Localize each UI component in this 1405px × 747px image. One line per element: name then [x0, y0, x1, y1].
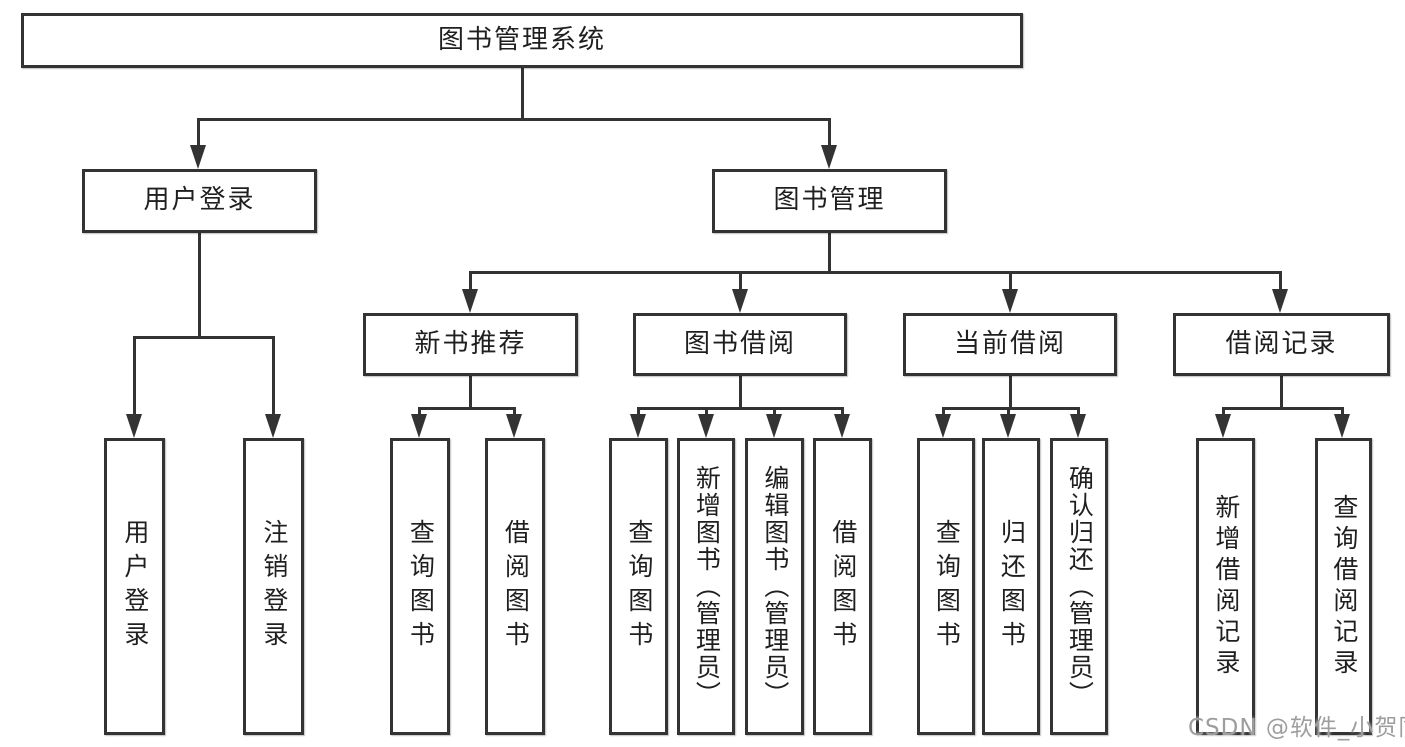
arrowhead-icon	[630, 414, 646, 438]
node-confirm-return-admin: 确认归还（管理员）	[1050, 438, 1108, 735]
connector-drop-root-branch-1	[827, 118, 831, 147]
node-current-borrowing: 当前借阅	[903, 313, 1117, 376]
connector-branch-book-management-branch	[468, 271, 1282, 274]
connector-drop-book-borrowing-branch-1	[704, 407, 708, 416]
connector-drop-current-borrowing-branch-2	[1076, 407, 1080, 416]
node-return-books: 归还图书	[982, 438, 1040, 735]
arrowhead-icon	[462, 289, 478, 313]
watermark: CSDN @软件_小贺同学	[1188, 715, 1405, 741]
arrowhead-icon	[935, 414, 951, 438]
node-borrow-books-1: 借阅图书	[485, 438, 545, 735]
arrowhead-icon	[190, 145, 206, 169]
connector-drop-book-borrowing-branch-3	[840, 407, 844, 416]
connector-drop-new-book-branch-0	[417, 407, 421, 416]
node-user-login-leaf: 用户登录	[104, 438, 165, 735]
arrowhead-icon	[1334, 414, 1350, 438]
connector-stem-book-borrowing-branch	[738, 376, 742, 410]
arrowhead-icon	[411, 414, 427, 438]
node-book-borrowing: 图书借阅	[633, 313, 847, 376]
connector-branch-new-book-branch	[417, 407, 516, 410]
connector-drop-book-borrowing-branch-2	[772, 407, 776, 416]
connector-branch-user-login-branch	[132, 336, 275, 339]
arrowhead-icon	[1070, 414, 1086, 438]
node-new-book-recommend: 新书推荐	[363, 313, 578, 376]
connector-drop-current-borrowing-branch-0	[941, 407, 945, 416]
connector-drop-book-management-branch-0	[468, 271, 472, 291]
connector-drop-borrowing-records-branch-1	[1340, 407, 1344, 416]
connector-drop-new-book-branch-1	[512, 407, 516, 416]
arrowhead-icon	[834, 414, 850, 438]
node-query-books-3: 查询图书	[917, 438, 975, 735]
node-add-borrow-record: 新增借阅记录	[1196, 438, 1255, 735]
connector-drop-book-management-branch-3	[1278, 271, 1282, 291]
connector-drop-book-management-branch-2	[1008, 271, 1012, 291]
arrowhead-icon	[1002, 289, 1018, 313]
arrowhead-icon	[506, 414, 522, 438]
node-user-login: 用户登录	[82, 169, 317, 233]
node-book-management: 图书管理	[712, 169, 947, 233]
connector-stem-borrowing-records-branch	[1279, 376, 1283, 410]
connector-branch-current-borrowing-branch	[941, 407, 1080, 410]
node-add-books-admin: 新增图书（管理员）	[677, 438, 735, 735]
connector-drop-current-borrowing-branch-1	[1006, 407, 1010, 416]
connector-branch-book-borrowing-branch	[636, 407, 844, 410]
arrowhead-icon	[126, 414, 142, 438]
connector-stem-current-borrowing-branch	[1008, 376, 1012, 410]
connector-drop-root-branch-0	[196, 118, 200, 147]
arrowhead-icon	[265, 414, 281, 438]
node-edit-books-admin: 编辑图书（管理员）	[745, 438, 804, 735]
arrowhead-icon	[1215, 414, 1231, 438]
arrowhead-icon	[698, 414, 714, 438]
arrowhead-icon	[821, 145, 837, 169]
connector-branch-borrowing-records-branch	[1221, 407, 1344, 410]
arrowhead-icon	[1000, 414, 1016, 438]
connector-stem-user-login-branch	[197, 233, 201, 339]
connector-stem-book-management-branch	[827, 233, 831, 274]
arrowhead-icon	[766, 414, 782, 438]
node-query-borrow-record: 查询借阅记录	[1315, 438, 1372, 735]
arrowhead-icon	[1272, 289, 1288, 313]
connector-stem-new-book-branch	[468, 376, 472, 410]
node-borrow-books-2: 借阅图书	[813, 438, 872, 735]
arrowhead-icon	[732, 289, 748, 313]
node-logout-leaf: 注销登录	[243, 438, 304, 735]
connector-drop-book-management-branch-1	[738, 271, 742, 291]
connector-drop-book-borrowing-branch-0	[636, 407, 640, 416]
connector-drop-user-login-branch-0	[132, 336, 136, 416]
node-query-books-1: 查询图书	[390, 438, 450, 735]
connector-branch-root-branch	[196, 118, 831, 121]
node-root: 图书管理系统	[21, 13, 1023, 68]
node-borrowing-records: 借阅记录	[1173, 313, 1390, 376]
node-query-books-2: 查询图书	[609, 438, 668, 735]
connector-drop-borrowing-records-branch-0	[1221, 407, 1225, 416]
connector-stem-root-branch	[520, 68, 524, 121]
connector-drop-user-login-branch-1	[271, 336, 275, 416]
